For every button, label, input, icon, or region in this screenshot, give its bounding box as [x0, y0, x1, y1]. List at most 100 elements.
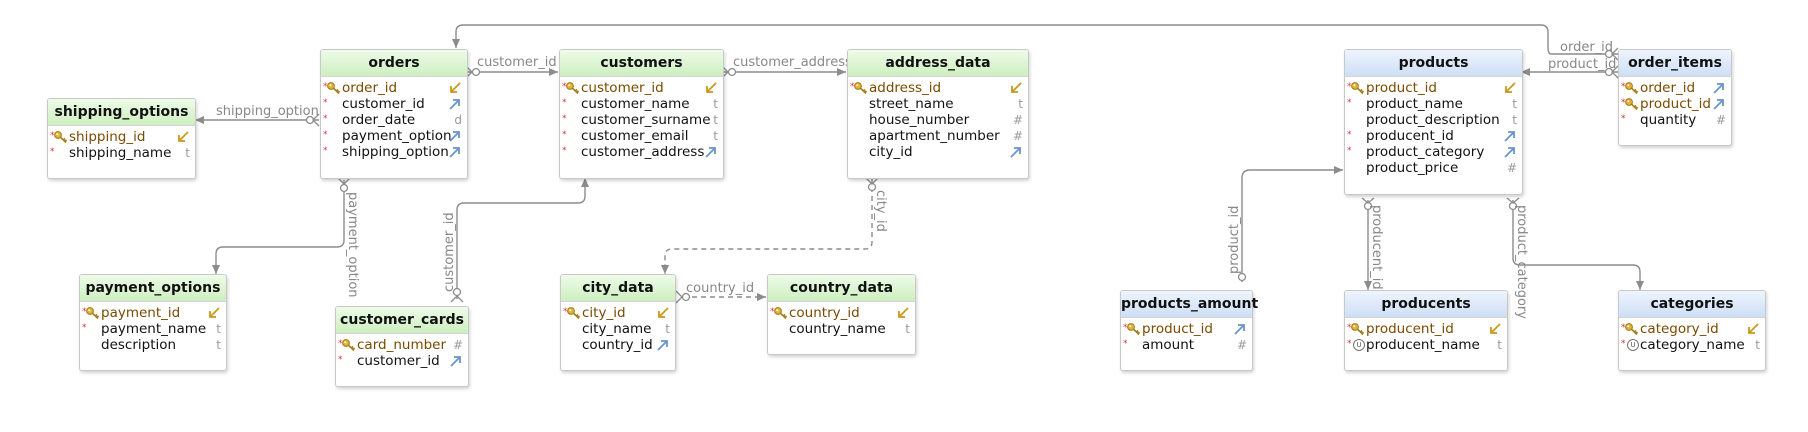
field-list: *product_id*amount#: [1121, 318, 1252, 356]
required-mark: *: [1347, 82, 1352, 92]
key-icon: [565, 80, 581, 96]
label-payment-option: payment_option: [345, 192, 360, 298]
entity-order-items[interactable]: order_items*order_id*product_id*quantity…: [1618, 49, 1732, 146]
field-row[interactable]: *country_id: [768, 305, 915, 321]
field-row[interactable]: *customer_id: [336, 353, 468, 369]
field-name: payment_name: [101, 321, 207, 337]
field-list: *order_id*product_id*quantity#: [1619, 77, 1731, 131]
date-type-icon: d: [454, 113, 462, 127]
required-mark: *: [323, 82, 328, 92]
field-row[interactable]: * order_id: [321, 80, 467, 96]
label-product-category: product_category: [1514, 205, 1529, 319]
field-row[interactable]: house_number#: [848, 112, 1028, 128]
required-mark: *: [562, 114, 567, 124]
field-row[interactable]: *customer_address: [560, 144, 723, 160]
field-row[interactable]: *producent_id: [1345, 128, 1522, 144]
field-name: description: [101, 337, 177, 353]
field-name: amount: [1142, 337, 1195, 353]
foreign-key-arrow-icon: [1503, 128, 1517, 143]
field-row[interactable]: *address_id: [848, 80, 1028, 96]
field-name: producent_id: [1366, 128, 1454, 144]
field-row[interactable]: country_id: [561, 337, 675, 353]
field-name: city_name: [582, 321, 652, 337]
foreign-key-arrow-icon: [1712, 96, 1726, 111]
field-row[interactable]: product_price#: [1345, 160, 1522, 176]
primary-key-arrow-icon: [1746, 321, 1760, 336]
field-row[interactable]: city_id: [848, 144, 1028, 160]
required-mark: *: [562, 130, 567, 140]
field-row[interactable]: *shipping_option: [321, 144, 467, 160]
entity-customer-cards[interactable]: customer_cards*card_number#*customer_id: [335, 306, 469, 387]
entity-shipping-options[interactable]: shipping_options*shipping_id*shipping_na…: [47, 98, 196, 179]
foreign-key-arrow-icon: [448, 144, 462, 159]
entity-title: payment_options: [80, 275, 226, 302]
foreign-key-arrow-icon: [1503, 144, 1517, 159]
field-row[interactable]: *order_id: [1619, 80, 1731, 96]
field-row[interactable]: *card_number#: [336, 337, 468, 353]
field-name: card_number: [357, 337, 447, 353]
key-icon: [853, 80, 869, 96]
field-name: customer_email: [581, 128, 689, 144]
label-customer-address: customer_address: [733, 55, 852, 70]
field-name: payment_option: [342, 128, 452, 144]
field-row[interactable]: apartment_number#: [848, 128, 1028, 144]
field-name: city_id: [582, 305, 626, 321]
field-name: category_name: [1640, 337, 1745, 353]
field-row[interactable]: *quantity#: [1619, 112, 1731, 128]
entity-products-amount[interactable]: products_amount*product_id*amount#: [1120, 290, 1258, 371]
field-name: order_date: [342, 112, 416, 128]
key-icon: [1624, 80, 1640, 96]
field-row[interactable]: *shipping_id: [48, 129, 195, 145]
field-row[interactable]: *payment_id: [80, 305, 226, 321]
field-row[interactable]: *city_id: [561, 305, 675, 321]
text-type-icon: t: [1497, 338, 1502, 352]
field-name: product_category: [1366, 144, 1485, 160]
field-name: shipping_name: [69, 145, 172, 161]
primary-key-arrow-icon: [1009, 80, 1023, 95]
field-row[interactable]: *product_id: [1345, 80, 1522, 96]
key-icon: [85, 305, 101, 321]
field-name: street_name: [869, 96, 954, 112]
text-type-icon: t: [713, 97, 718, 111]
field-row[interactable]: *payment_option: [321, 128, 467, 144]
field-row[interactable]: *customer_id: [560, 80, 723, 96]
field-list: * order_id*customer_id * order_date d*paymen…: [321, 77, 467, 163]
field-row[interactable]: *category_id: [1619, 321, 1765, 337]
text-type-icon: t: [1018, 97, 1023, 111]
field-row[interactable]: *amount#: [1121, 337, 1252, 353]
field-row[interactable]: *product_category: [1345, 144, 1522, 160]
key-icon: [773, 305, 789, 321]
field-row[interactable]: *product_id: [1121, 321, 1252, 337]
field-name: order_id: [342, 80, 398, 96]
text-type-icon: t: [1755, 338, 1760, 352]
field-row[interactable]: *producent_id: [1345, 321, 1507, 337]
field-row[interactable]: street_name t: [848, 96, 1028, 112]
key-icon: [53, 129, 69, 145]
field-row[interactable]: *customer_id: [321, 96, 467, 112]
field-row[interactable]: *product_id: [1619, 96, 1731, 112]
